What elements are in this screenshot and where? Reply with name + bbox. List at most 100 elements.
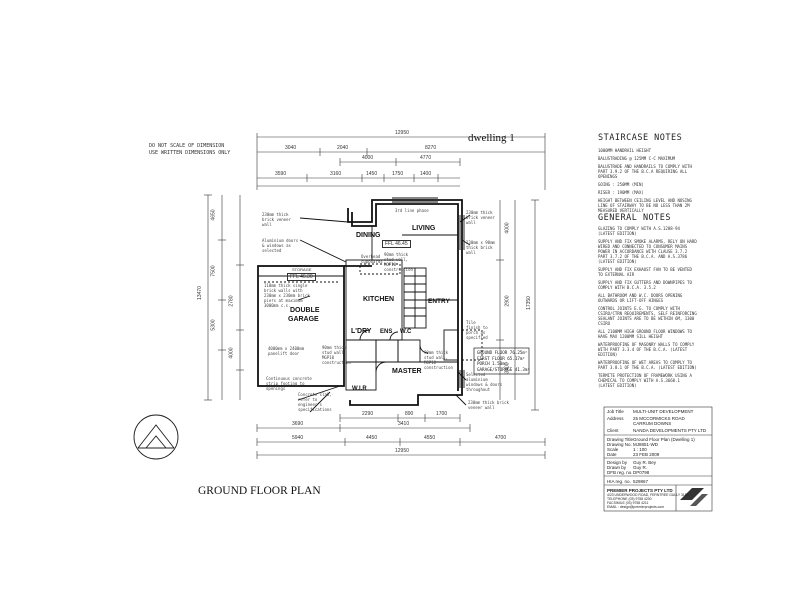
dim-top-overall: 12950 [395,130,409,136]
firm-line: TELEPHONE (03) 9758 4200 [607,497,652,501]
dim-left-a: 4650 [210,209,217,221]
dim-top-3a: 4000 [362,155,374,161]
date-value: 23 FEB 2009 [633,452,660,457]
dim-right-b: 2900 [504,295,511,307]
ffl-main-label: FFL 46.45 [382,240,411,248]
firm-line: FACSIMILE (03) 9758 4211 [607,501,649,505]
plan-note-15: Selected aluminium windows & doors throu… [466,372,503,392]
firm-name: PREMIER PROJECTS PTY LTD [607,488,673,493]
plan-note-12: Continuous concrete strip footing to ope… [266,376,312,391]
dfb-label: DFB reg. no. [607,470,633,475]
plan-note-11: 4000mm x 2400mm panelift door [268,346,305,356]
staircase-notes-list: 1000MM HANDRAIL HEIGHT BALUSTRADING @ 12… [598,148,698,216]
firm-logo-icon [680,488,708,506]
plan-note-5: Overhead cupboards [361,254,383,264]
dim-top-4c: 1450 [366,171,378,177]
general-note: SUPPLY AND FIX SMOKE ALARMS, RELY ON HAR… [598,239,697,264]
room-garage-line-2: GARAGE [288,316,319,323]
dim-left-e: 4000 [228,347,235,359]
plan-note-10: Tile finish to porch as specified [466,320,488,340]
areas-box [473,347,530,375]
dim-left-d: 2780 [228,295,235,307]
staircase-note: RISER : 190MM (MAX) [598,190,644,195]
dim-left-c: 5300 [210,319,217,331]
hia-value: 529867 [633,479,649,484]
scale-note-line-2: USE WRITTEN DIMENSIONS ONLY [149,150,231,156]
dim-top-4e: 1400 [420,171,432,177]
area-value: 76.25m² [509,350,528,355]
plan-note-4: Aluminium doors & windows as selected [262,238,299,253]
dim-bottom-1a: 2290 [362,411,374,417]
address-line-1: 25 MCCORMICKS ROAD [633,416,685,421]
scale-label: Scale [607,447,619,452]
drawing-title-value: Ground Floor Plan (Dwelling 1) [633,437,695,442]
client-label: Client [607,428,619,433]
dim-bottom-3a: 5940 [292,435,304,441]
dim-top-2c: 8270 [425,145,437,151]
dim-top-4b: 3160 [330,171,342,177]
address-label: Address [607,416,624,421]
area-row: FIRST FLOOR 65.17m² [477,356,530,362]
dim-bottom-1b: 890 [405,411,414,417]
staircase-note: HEIGHT BETWEEN CEILING LEVEL AND NOSING … [598,198,692,213]
date-label: Date [607,452,617,457]
north-point-logo [133,414,179,460]
room-kitchen: KITCHEN [363,296,395,303]
area-label: FIRST FLOOR [477,355,505,361]
dim-bottom-1c: 1700 [436,411,448,417]
plan-note-13: Concrete slab, refer to engineer's speci… [298,392,332,412]
dim-top-4a: 3590 [275,171,287,177]
dim-bottom-2a: 3690 [292,421,304,427]
firm-line: 4/23 UNDERWOOD ROAD, FERNTREE GULLY 3156 [607,493,689,497]
drawing-title-label: Drawing Title [607,437,634,442]
design-value: Guy R. Bey [633,460,657,465]
plan-note-8: 110mm thick single brick walls with 230m… [264,283,310,308]
room-wir: W.I.R [352,386,367,392]
area-value: 1.50m² [492,361,508,367]
area-value: 65.17m² [507,355,525,361]
room-master: MASTER [392,368,422,375]
general-note: WATERPROOFING OF MASONRY WALLS TO COMPLY… [598,342,695,357]
plan-note-16: 230mm thick brick veneer wall [468,400,509,410]
plan-note-14: 90mm thick stud wall, MGP10 construction [424,350,453,370]
job-title-value: MULTI-UNIT DEVELOPMENT [633,409,694,414]
drawing-title: dwelling 1 [468,132,515,144]
dim-bottom-3d: 4700 [495,435,507,441]
drawing-no-label: Drawing No. [607,442,632,447]
area-label: GARAGE/STORAGE [477,366,513,372]
scale-note-line-1: DO NOT SCALE OF DIMENSION [149,143,225,149]
general-note: WATERPROOFING OF WET AREAS TO COMPLY TO … [598,360,697,370]
area-row: GARAGE/STORAGE 41.3m² [477,367,530,373]
plan-note-2: 3rd line phase [395,208,429,213]
room-dining: DINING [356,232,381,239]
dim-bottom-3c: 4550 [424,435,436,441]
dim-left-overall: 13470 [196,286,203,300]
dim-bottom-3b: 4450 [366,435,378,441]
scale-value: 1 : 100 [633,447,647,452]
general-note: ALL BATHROOM AND W.C. DOORS OPENING OUTW… [598,293,683,303]
dim-bottom-overall: 12950 [395,448,409,454]
room-living: LIVING [412,225,436,232]
general-note: SUPPLY AND FIX EXHAUST FAN TO BE VENTED … [598,267,692,277]
general-note: SUPPLY AND FIX GUTTERS AND DOWNPIPES TO … [598,280,692,290]
dim-left-b: 7500 [210,265,217,277]
dim-top-2b: 2040 [337,145,349,151]
area-label: PORCH [477,361,490,367]
dim-top-2a: 3040 [285,145,297,151]
staircase-notes-heading: STAIRCASE NOTES [598,133,683,143]
areas-table: GROUND FLOOR 76.25m² FIRST FLOOR 65.17m²… [477,350,530,372]
firm-line: EMAIL : design@premierprojects.com [607,505,665,509]
plan-note-6: 90mm thick stud wall, MGP10 construction [384,252,413,272]
staircase-note: 1000MM HANDRAIL HEIGHT [598,148,651,153]
title-block-frame [603,406,713,512]
room-ens: ENS [380,329,393,335]
design-label: Design by [607,460,628,465]
area-row: PORCH 1.50m² [477,361,530,367]
plan-note-9: 90mm thick stud wall, MGP10 construction [322,345,351,365]
drawn-label: Drawn by [607,465,627,470]
area-row: GROUND FLOOR 76.25m² [477,350,530,356]
ffl-garage-label: FFL 46.30 [287,273,316,281]
dim-top-4d: 1750 [392,171,404,177]
general-note: GLAZING TO COMPLY WITH A.S.1288-94 (LATE… [598,226,680,236]
